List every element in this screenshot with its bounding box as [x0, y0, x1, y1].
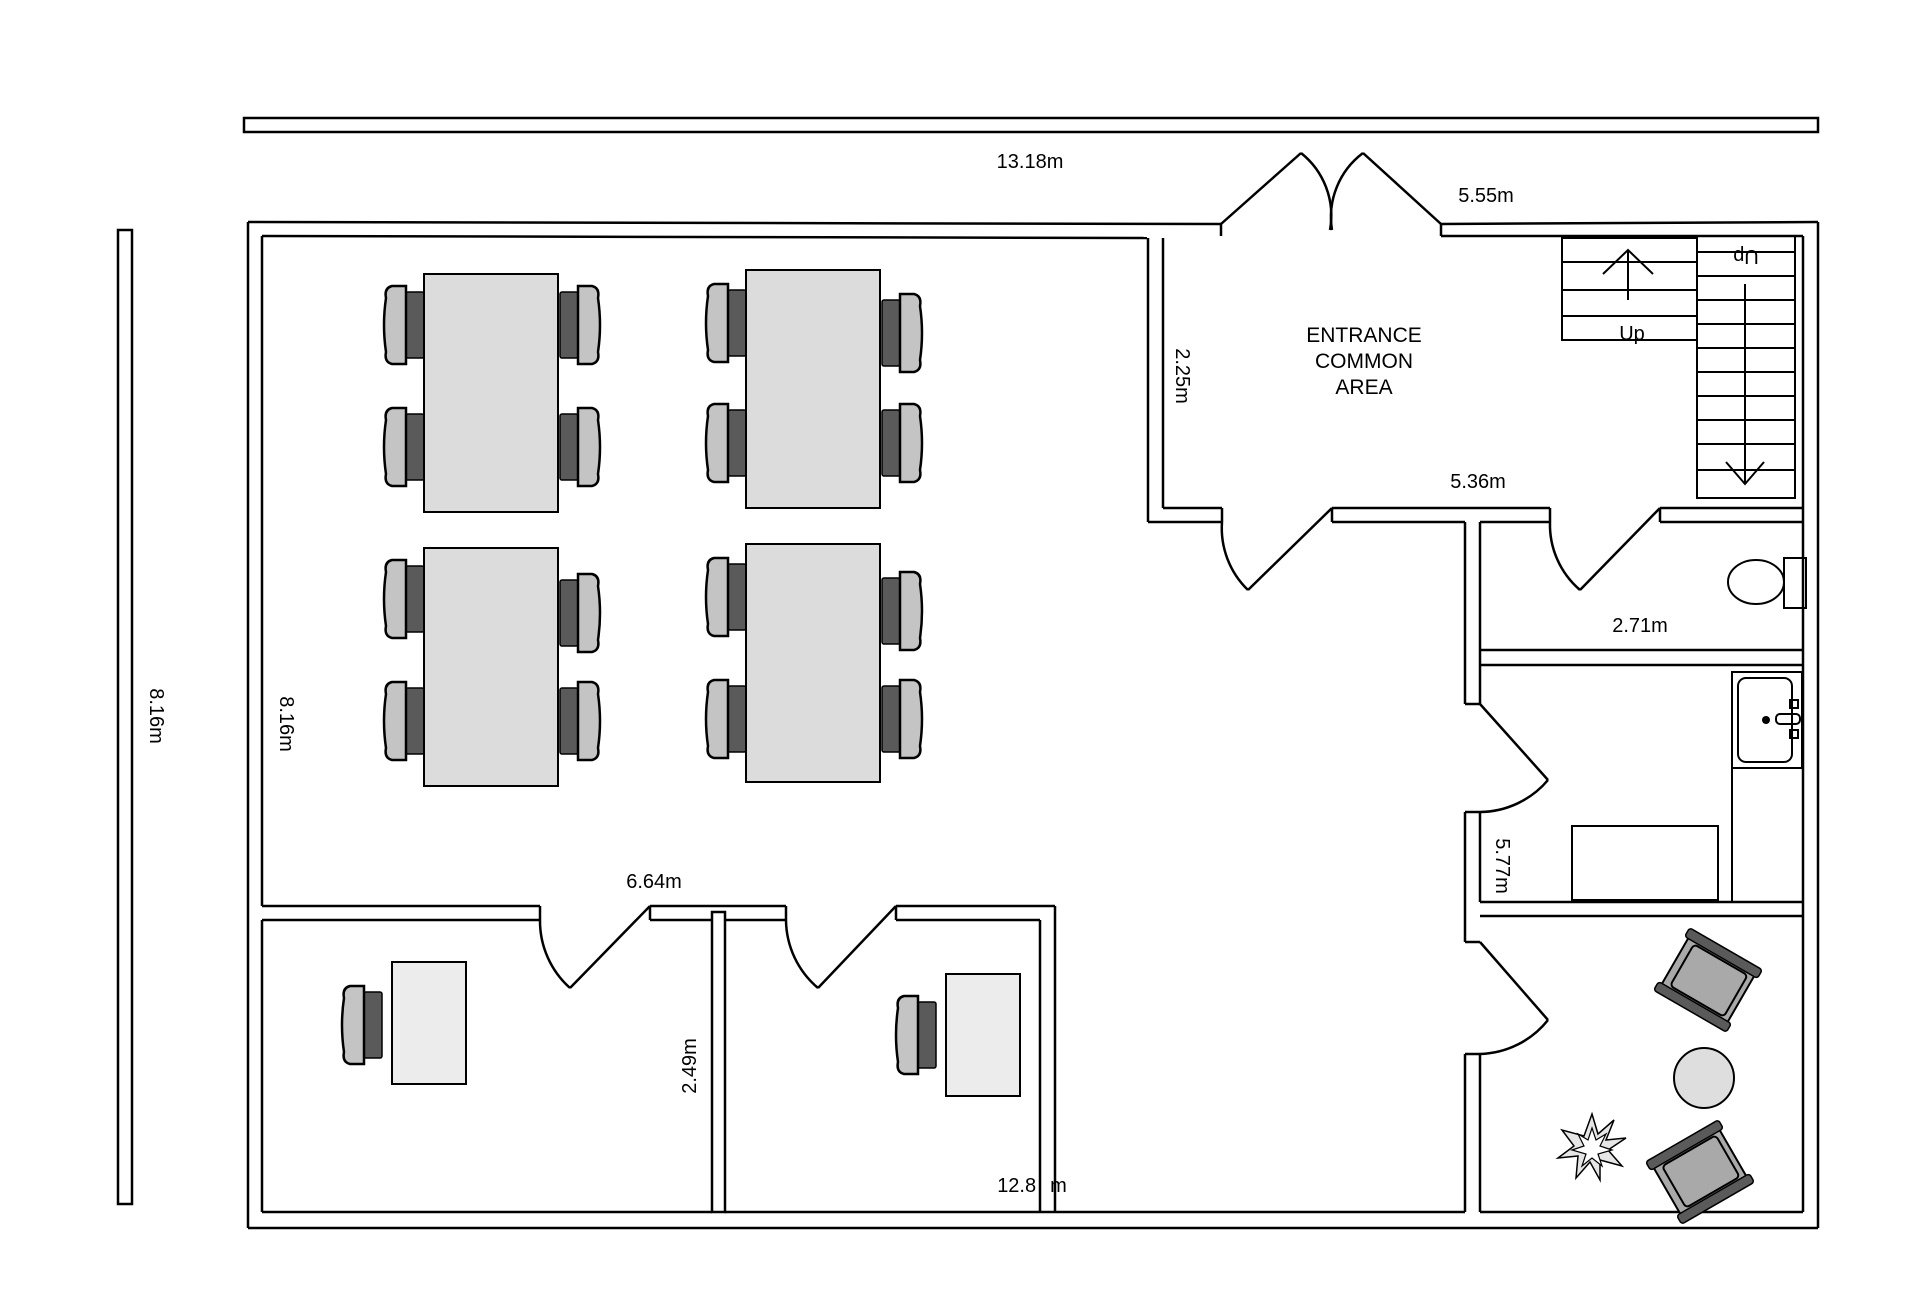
left-dimension-bar	[116, 228, 134, 1206]
entrance-width-label: 5.55m	[1458, 185, 1514, 207]
sink-icon	[1731, 671, 1803, 769]
restroom-door	[1548, 507, 1661, 591]
desk-icon	[391, 961, 467, 1085]
bottom-width-unit: m	[1050, 1175, 1067, 1197]
table-icon	[745, 543, 881, 783]
office-width-label: 6.64m	[626, 871, 682, 893]
entrance-bottom-label: 5.36m	[1450, 471, 1506, 493]
bath-height-label: 5.77m	[1491, 838, 1513, 894]
room-name-line1: ENTRANCE	[1306, 324, 1422, 347]
bottom-width-number: 12.8	[997, 1175, 1036, 1197]
entrance-left-door	[1220, 507, 1333, 591]
chair-icon	[558, 284, 602, 366]
chair-icon	[704, 556, 748, 638]
office-1-desk	[340, 961, 467, 1085]
entrance-walls	[1146, 238, 1803, 524]
meeting-table-1	[382, 273, 602, 513]
chair-icon	[340, 984, 384, 1066]
office-2-door	[784, 905, 897, 989]
room-name-line3: AREA	[1335, 376, 1392, 399]
stair-up-label: Up	[1619, 323, 1645, 345]
chair-icon	[704, 402, 748, 484]
chair-icon	[558, 680, 602, 762]
chair-icon	[880, 678, 924, 760]
office-walls	[260, 904, 1465, 1214]
desk-icon	[945, 973, 1021, 1097]
meeting-table-2	[704, 269, 924, 509]
entrance-height-label: 2.25m	[1171, 348, 1193, 404]
table-icon	[423, 547, 559, 787]
restroom-walls	[1463, 522, 1803, 1214]
chair-icon	[880, 292, 924, 374]
office-1-door	[538, 905, 651, 989]
toilet-icon	[1727, 557, 1807, 609]
left-height-label: 8.16m	[145, 688, 167, 744]
plant-icon	[1555, 1111, 1627, 1183]
stair-arrow-down-icon	[1725, 284, 1765, 486]
chair-icon	[704, 678, 748, 760]
table-icon	[423, 273, 559, 513]
restroom-width-label: 2.71m	[1612, 615, 1668, 637]
stair-arrow-up-icon	[1602, 248, 1654, 300]
armchair-icon	[1644, 1118, 1756, 1226]
top-width-label: 13.18m	[997, 151, 1064, 173]
top-dimension-bar	[242, 116, 1820, 134]
chair-icon	[880, 402, 924, 484]
table-icon	[745, 269, 881, 509]
meeting-table-4	[704, 543, 924, 783]
chair-icon	[894, 994, 938, 1076]
chair-icon	[880, 570, 924, 652]
small-office-height-label: 2.49m	[679, 1038, 701, 1094]
bath-door	[1479, 703, 1549, 814]
chair-icon	[382, 680, 426, 762]
bathtub-icon	[1571, 825, 1719, 901]
armchair-icon	[1652, 926, 1764, 1034]
side-table-icon	[1673, 1047, 1735, 1109]
office-2-desk	[894, 973, 1021, 1097]
vanity-counter	[1731, 672, 1802, 902]
main-entrance-door	[1220, 151, 1442, 231]
stairs	[1561, 235, 1796, 499]
room-name-line2: COMMON	[1315, 350, 1413, 373]
meeting-table-3	[382, 547, 602, 787]
chair-icon	[558, 406, 602, 488]
stair-up-flipped-label: Up	[1733, 245, 1759, 267]
chair-icon	[558, 572, 602, 654]
chair-icon	[382, 558, 426, 640]
chair-icon	[704, 282, 748, 364]
lounge-door	[1479, 941, 1549, 1056]
bottom-width-label: 12.8 m	[997, 1175, 1067, 1197]
outer-walls	[246, 220, 1820, 1230]
chair-icon	[382, 406, 426, 488]
inner-height-label: 8.16m	[275, 696, 297, 752]
chair-icon	[382, 284, 426, 366]
